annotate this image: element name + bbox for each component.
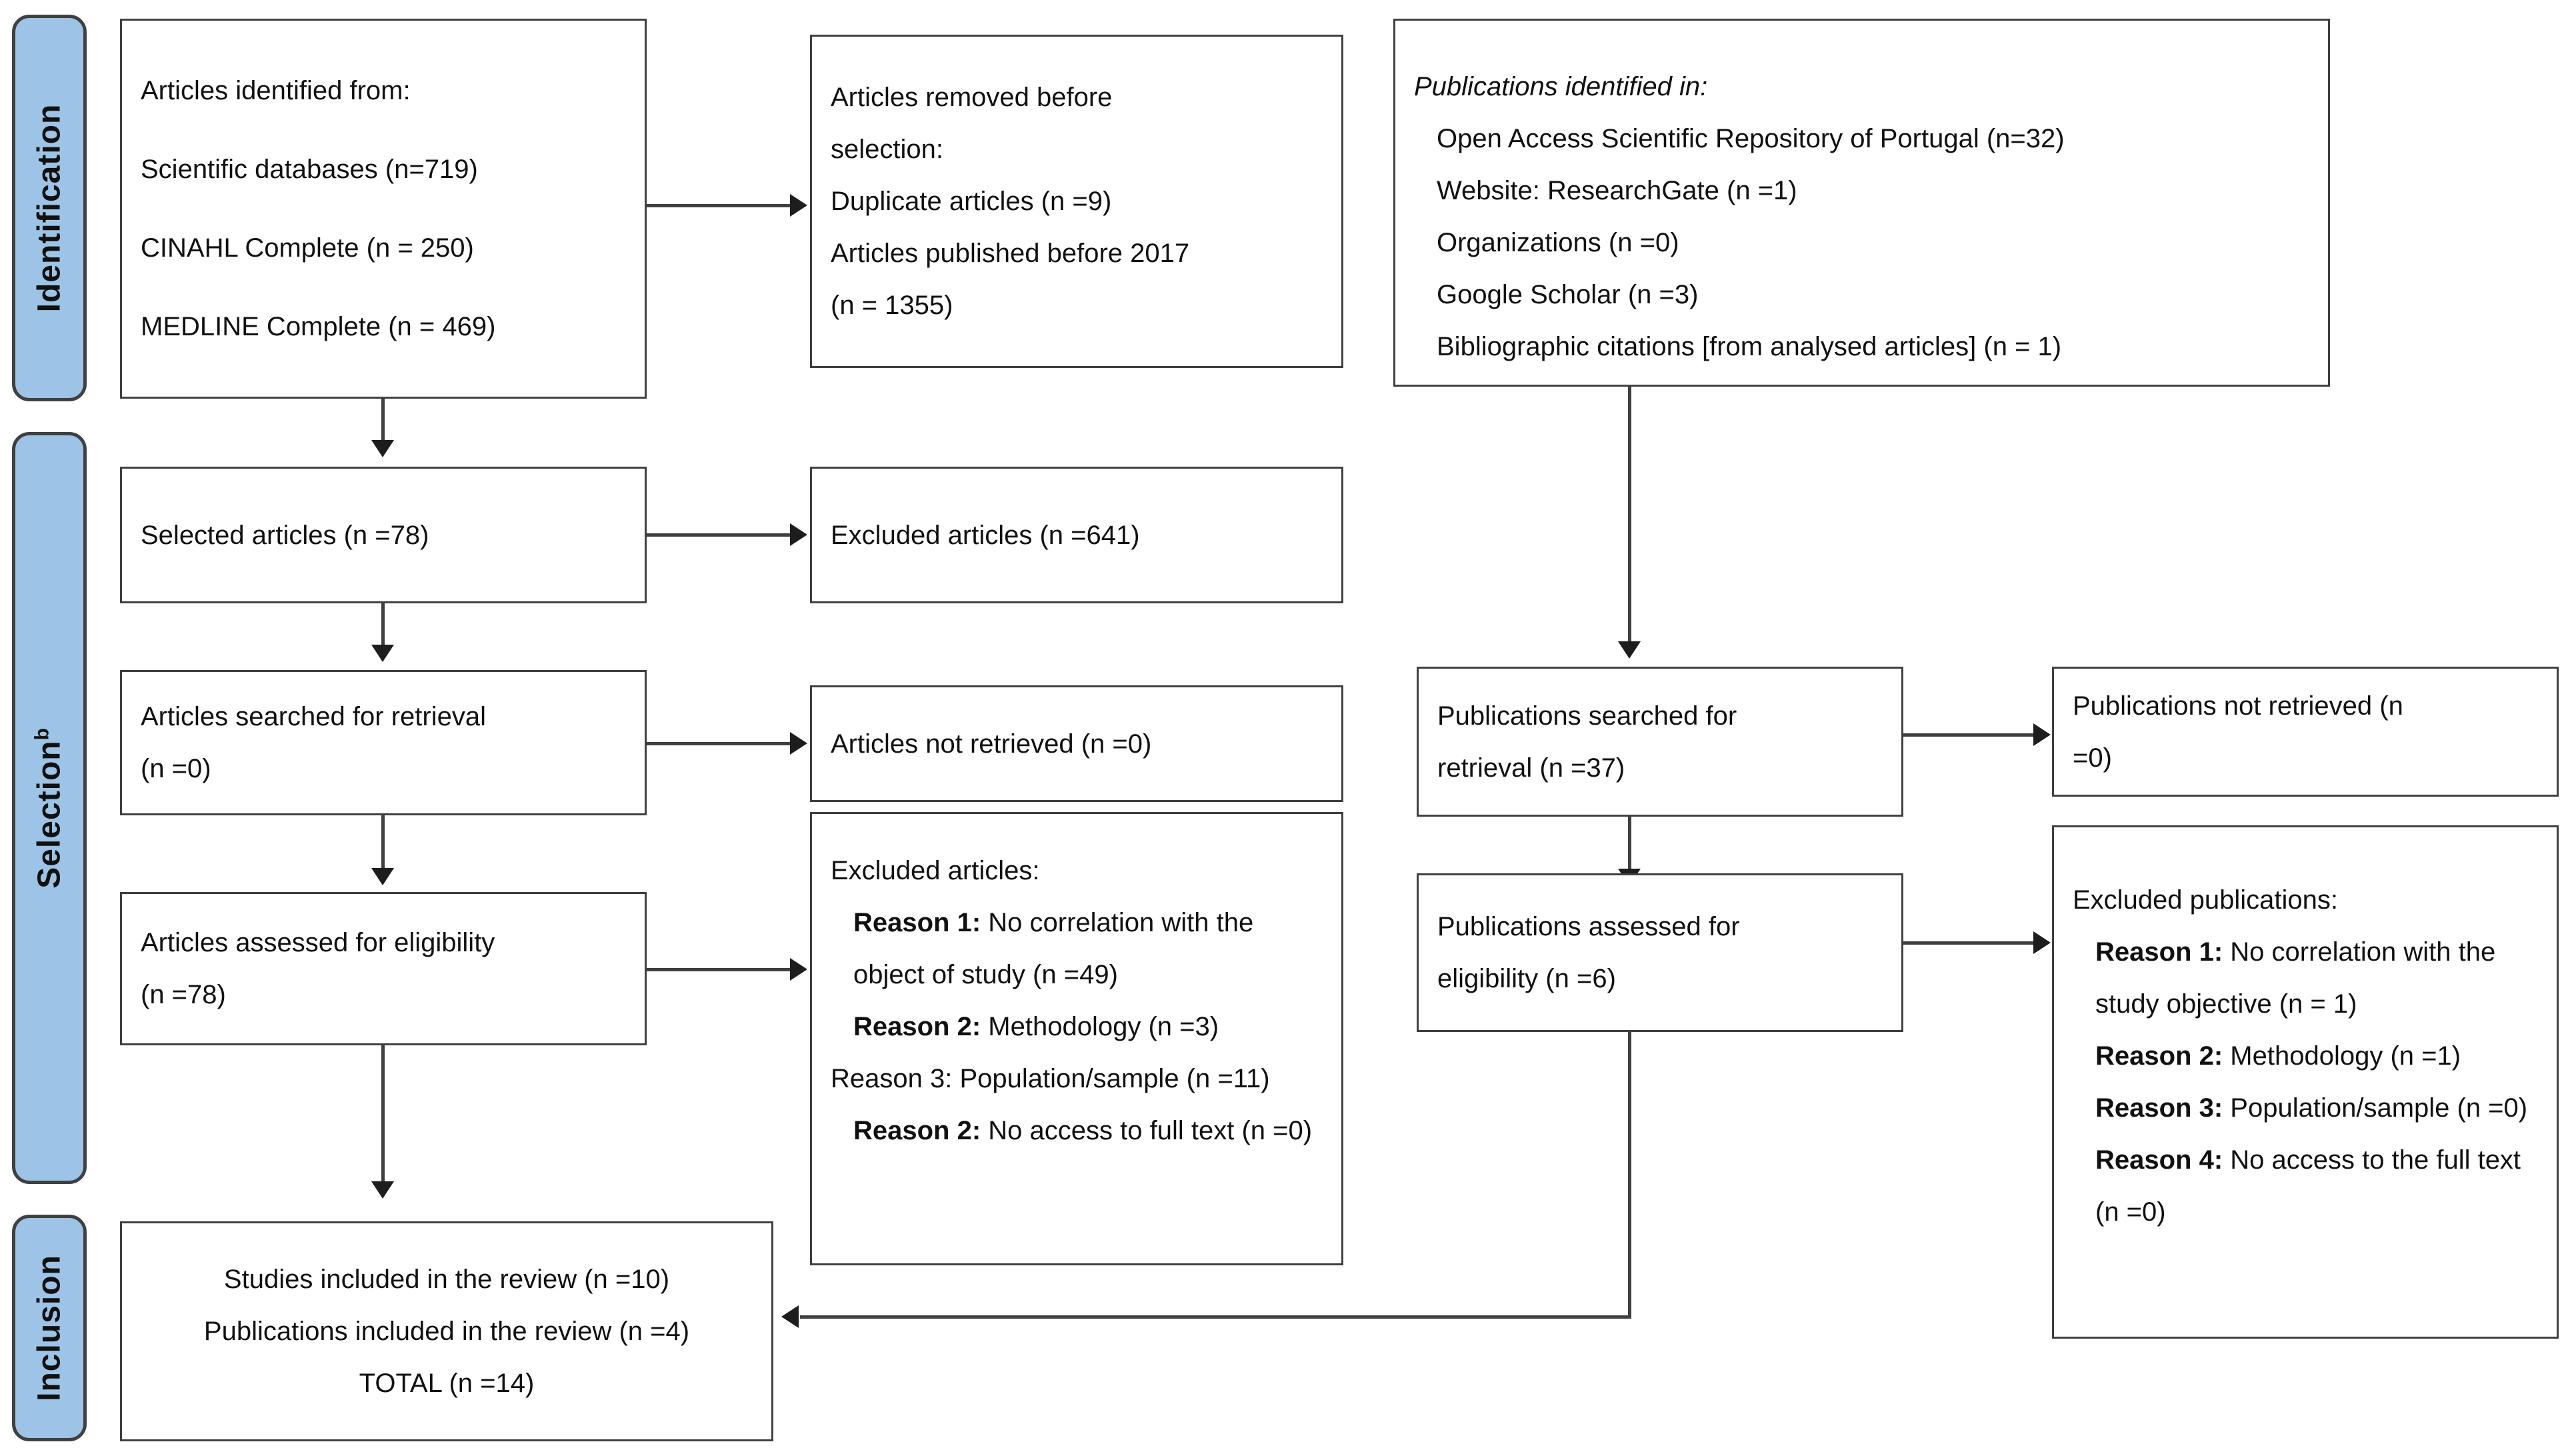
connector-pubassessed-to-excludedpubs: [1903, 941, 2033, 945]
connector-pubassessed-to-included-horizontal: [800, 1315, 1630, 1319]
phase-rail-inclusion-label: Inclusion: [31, 1255, 67, 1401]
connector-identified-to-removed: [647, 204, 790, 207]
excluded-articles-reason-2: Reason 2: Methodology (n =3): [853, 1012, 1219, 1041]
articles-removed-line-3: Duplicate articles (n =9): [831, 187, 1112, 216]
connector-pubassessed-to-included-vertical: [1628, 1032, 1631, 1319]
connector-pubsearched-to-pubnotretrieved: [1903, 733, 2033, 737]
excluded-publications-reason-4: Reason 4: No access to the full text (n …: [2095, 1145, 2521, 1227]
articles-identified-line-1: Articles identified from:: [141, 76, 411, 105]
connector-pubsearched-to-pubassessed: [1628, 817, 1631, 883]
articles-removed-line-1: Articles removed before: [831, 83, 1113, 112]
articles-searched-line-1: Articles searched for retrieval: [141, 702, 486, 731]
connector-pubassessed-to-excludedpubs-arrow: [2033, 931, 2051, 954]
connector-pubassessed-to-included-arrow: [781, 1305, 799, 1328]
node-publications-identified: Publications identified in: Open Access …: [1393, 19, 2330, 387]
articles-removed-line-5: (n = 1355): [831, 291, 953, 320]
articles-identified-line-3: CINAHL Complete (n = 250): [141, 233, 474, 263]
included-total-line-1: Studies included in the review (n =10): [223, 1265, 670, 1294]
publications-not-retrieved-line-2: =0): [2073, 743, 2112, 773]
excluded-articles-reasons-header: Excluded articles:: [831, 856, 1040, 885]
node-publications-not-retrieved: Publications not retrieved (n =0): [2052, 667, 2559, 797]
publications-assessed-line-1: Publications assessed for: [1437, 912, 1740, 941]
node-articles-assessed-eligibility: Articles assessed for eligibility (n =78…: [120, 892, 647, 1045]
excluded-articles-reason-1: Reason 1: No correlation with the object…: [853, 908, 1254, 989]
phase-rail-selection-label: Selectionb: [31, 727, 67, 889]
node-articles-identified: Articles identified from: Scientific dat…: [120, 19, 647, 399]
articles-not-retrieved-line-1: Articles not retrieved (n =0): [831, 729, 1152, 759]
node-articles-removed: Articles removed before selection: Dupli…: [810, 35, 1343, 368]
connector-searched-to-notretrieved: [647, 742, 790, 745]
phase-rail-inclusion: Inclusion: [12, 1215, 87, 1441]
articles-identified-line-2: Scientific databases (n=719): [141, 155, 478, 184]
publications-identified-line-5: Bibliographic citations [from analysed a…: [1437, 332, 2062, 361]
excluded-publications-reason-3: Reason 3: Population/sample (n =0): [2095, 1093, 2528, 1123]
connector-pubidentified-to-pubsearched-arrow: [1618, 641, 1641, 659]
excluded-articles-reason-3: Reason 3: Population/sample (n =11): [831, 1064, 1270, 1093]
publications-assessed-line-2: eligibility (n =6): [1437, 964, 1616, 993]
publications-identified-line-4: Google Scholar (n =3): [1437, 280, 1699, 309]
connector-searched-to-assessed: [381, 815, 385, 882]
connector-assessed-to-excludedreasons: [647, 968, 790, 971]
publications-identified-line-3: Organizations (n =0): [1437, 228, 1679, 257]
publications-identified-line-2: Website: ResearchGate (n =1): [1437, 176, 1797, 205]
connector-pubsearched-to-pubnotretrieved-arrow: [2033, 723, 2051, 746]
publications-searched-line-1: Publications searched for: [1437, 701, 1737, 731]
node-excluded-articles: Excluded articles (n =641): [810, 467, 1343, 603]
node-excluded-articles-reasons: Excluded articles: Reason 1: No correlat…: [810, 812, 1343, 1265]
node-publications-searched-retrieval: Publications searched for retrieval (n =…: [1417, 667, 1903, 817]
connector-selected-to-searched-arrow: [371, 645, 394, 662]
connector-selected-to-excluded-arrow: [790, 523, 807, 546]
connector-assessed-to-included-arrow: [371, 1181, 394, 1199]
included-total-line-2: Publications included in the review (n =…: [203, 1317, 690, 1346]
articles-searched-line-2: (n =0): [141, 754, 211, 783]
excluded-articles-line-1: Excluded articles (n =641): [831, 520, 1140, 550]
included-total-line-3: TOTAL (n =14): [359, 1369, 535, 1398]
node-selected-articles: Selected articles (n =78): [120, 467, 647, 603]
connector-searched-to-notretrieved-arrow: [790, 732, 807, 755]
node-articles-searched-retrieval: Articles searched for retrieval (n =0): [120, 670, 647, 815]
articles-assessed-line-1: Articles assessed for eligibility: [141, 928, 495, 957]
phase-rail-identification-label: Identification: [31, 103, 67, 313]
connector-selected-to-searched: [381, 603, 385, 658]
selected-articles-line-1: Selected articles (n =78): [141, 520, 429, 550]
node-included-total: Studies included in the review (n =10) P…: [120, 1221, 773, 1441]
connector-assessed-to-excludedreasons-arrow: [790, 958, 807, 981]
publications-not-retrieved-line-1: Publications not retrieved (n: [2073, 691, 2403, 721]
excluded-publications-reason-2: Reason 2: Methodology (n =1): [2095, 1041, 2461, 1071]
publications-identified-header: Publications identified in:: [1414, 72, 1708, 101]
excluded-articles-reason-4: Reason 2: No access to full text (n =0): [853, 1116, 1313, 1145]
articles-removed-line-2: selection:: [831, 135, 943, 164]
connector-identified-to-selected-arrow: [371, 440, 394, 457]
publications-searched-line-2: retrieval (n =37): [1437, 753, 1625, 783]
node-articles-not-retrieved: Articles not retrieved (n =0): [810, 685, 1343, 802]
publications-identified-line-1: Open Access Scientific Repository of Por…: [1437, 124, 2065, 153]
articles-assessed-line-2: (n =78): [141, 980, 226, 1009]
connector-searched-to-assessed-arrow: [371, 868, 394, 885]
articles-removed-line-4: Articles published before 2017: [831, 239, 1190, 268]
node-publications-assessed-eligibility: Publications assessed for eligibility (n…: [1417, 873, 1903, 1032]
node-excluded-publications-reasons: Excluded publications: Reason 1: No corr…: [2052, 825, 2559, 1339]
excluded-publications-reasons-header: Excluded publications:: [2073, 885, 2339, 915]
connector-identified-to-removed-arrow: [790, 194, 807, 217]
phase-rail-selection: Selectionb: [12, 432, 87, 1184]
connector-identified-to-selected: [381, 399, 385, 453]
connector-assessed-to-included: [381, 1045, 385, 1185]
excluded-publications-reason-1: Reason 1: No correlation with the study …: [2095, 937, 2496, 1019]
phase-rail-identification: Identification: [12, 15, 87, 401]
connector-pubidentified-to-pubsearched: [1628, 387, 1631, 653]
connector-selected-to-excluded: [647, 533, 790, 537]
articles-identified-line-4: MEDLINE Complete (n = 469): [141, 312, 496, 341]
